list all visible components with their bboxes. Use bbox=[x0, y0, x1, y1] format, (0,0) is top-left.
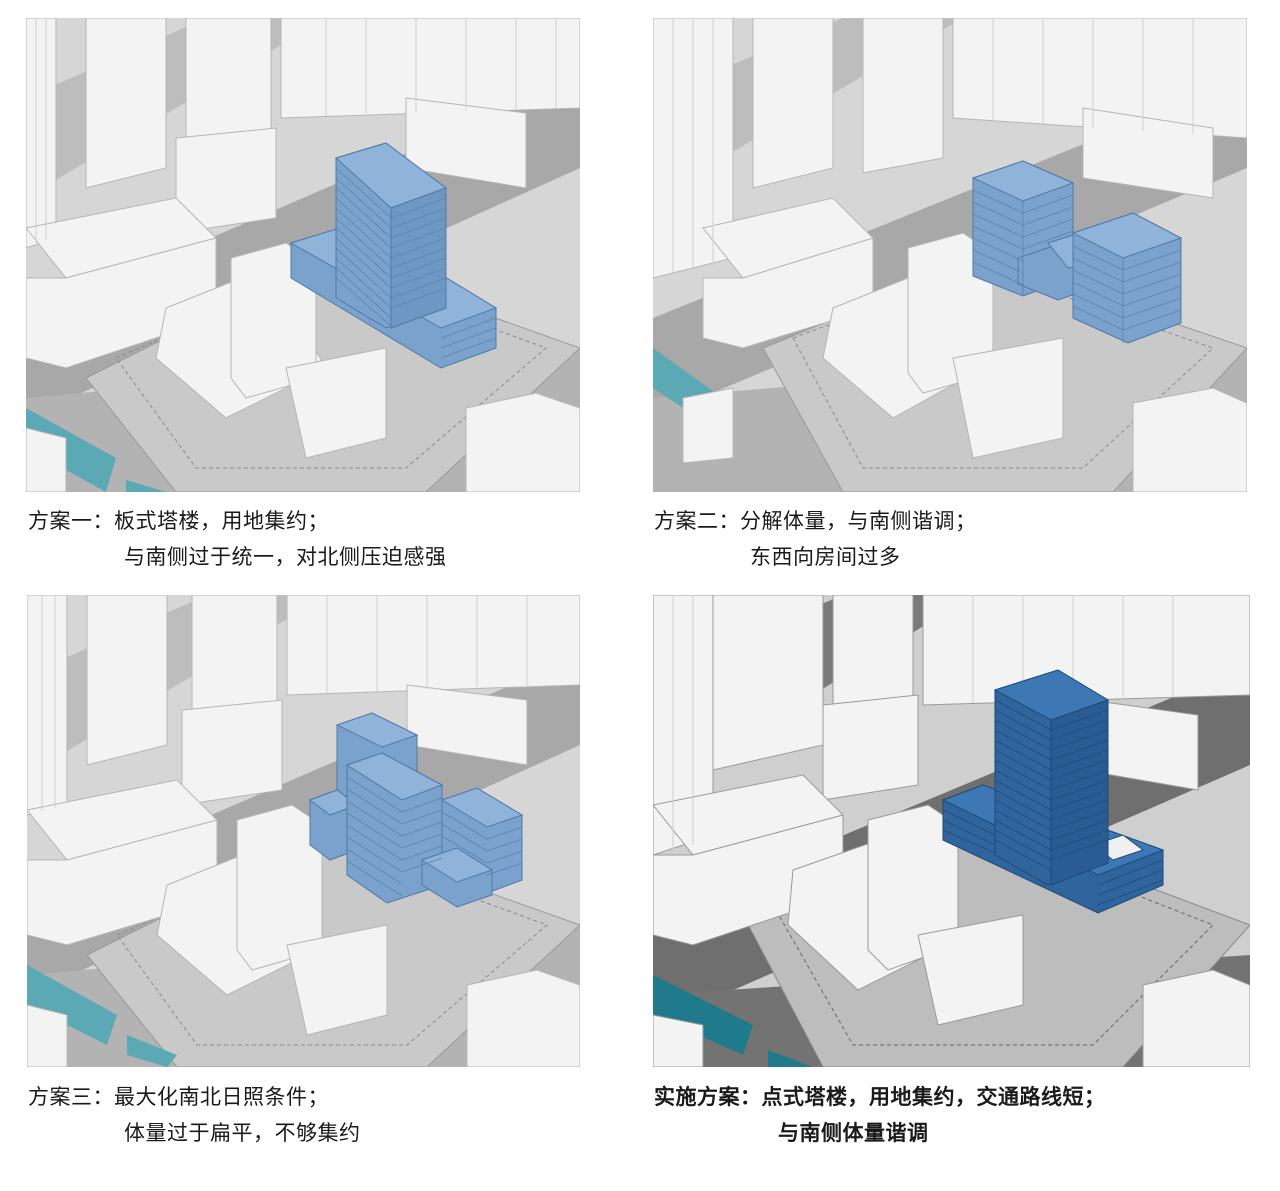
scheme-1-massing-model bbox=[26, 18, 580, 492]
final-scheme-caption: 实施方案：点式塔楼，用地集约，交通路线短； 与南侧体量谐调 bbox=[654, 1079, 1106, 1151]
scheme-1-caption-line-1: 方案一：板式塔楼，用地集约； bbox=[28, 509, 329, 533]
scheme-2-render bbox=[653, 18, 1247, 492]
canal-water bbox=[27, 965, 117, 1045]
final-scheme-highlight-mass bbox=[941, 669, 1165, 914]
scheme-1-caption: 方案一：板式塔楼，用地集约； 与南侧过于统一，对北侧压迫感强 bbox=[28, 503, 447, 575]
scheme-2-highlight-mass bbox=[971, 160, 1183, 344]
scheme-2-massing-model bbox=[653, 18, 1247, 492]
scheme-3-caption: 方案三：最大化南北日照条件； 体量过于扁平，不够集约 bbox=[28, 1079, 361, 1151]
scheme-3-render bbox=[27, 595, 580, 1067]
canal-water bbox=[653, 975, 753, 1055]
scheme-3-caption-line-2: 体量过于扁平，不够集约 bbox=[124, 1121, 361, 1145]
final-scheme-render bbox=[653, 595, 1250, 1067]
final-scheme-caption-line-2: 与南侧体量谐调 bbox=[778, 1121, 929, 1145]
scheme-3-caption-line-1: 方案三：最大化南北日照条件； bbox=[28, 1085, 329, 1109]
scheme-1-render bbox=[26, 18, 580, 492]
final-scheme-massing-model bbox=[653, 595, 1250, 1067]
canal-water bbox=[26, 408, 116, 492]
scheme-1-caption-line-2: 与南侧过于统一，对北侧压迫感强 bbox=[124, 545, 447, 569]
scheme-1-highlight-mass bbox=[289, 142, 498, 369]
scheme-3-highlight-mass bbox=[308, 712, 524, 908]
scheme-2-caption-line-2: 东西向房间过多 bbox=[750, 545, 901, 569]
scheme-3-massing-model bbox=[27, 595, 580, 1067]
scheme-2-caption: 方案二：分解体量，与南侧谐调； 东西向房间过多 bbox=[654, 503, 977, 575]
final-scheme-caption-line-1: 实施方案：点式塔楼，用地集约，交通路线短； bbox=[654, 1085, 1106, 1109]
scheme-2-caption-line-1: 方案二：分解体量，与南侧谐调； bbox=[654, 509, 977, 533]
